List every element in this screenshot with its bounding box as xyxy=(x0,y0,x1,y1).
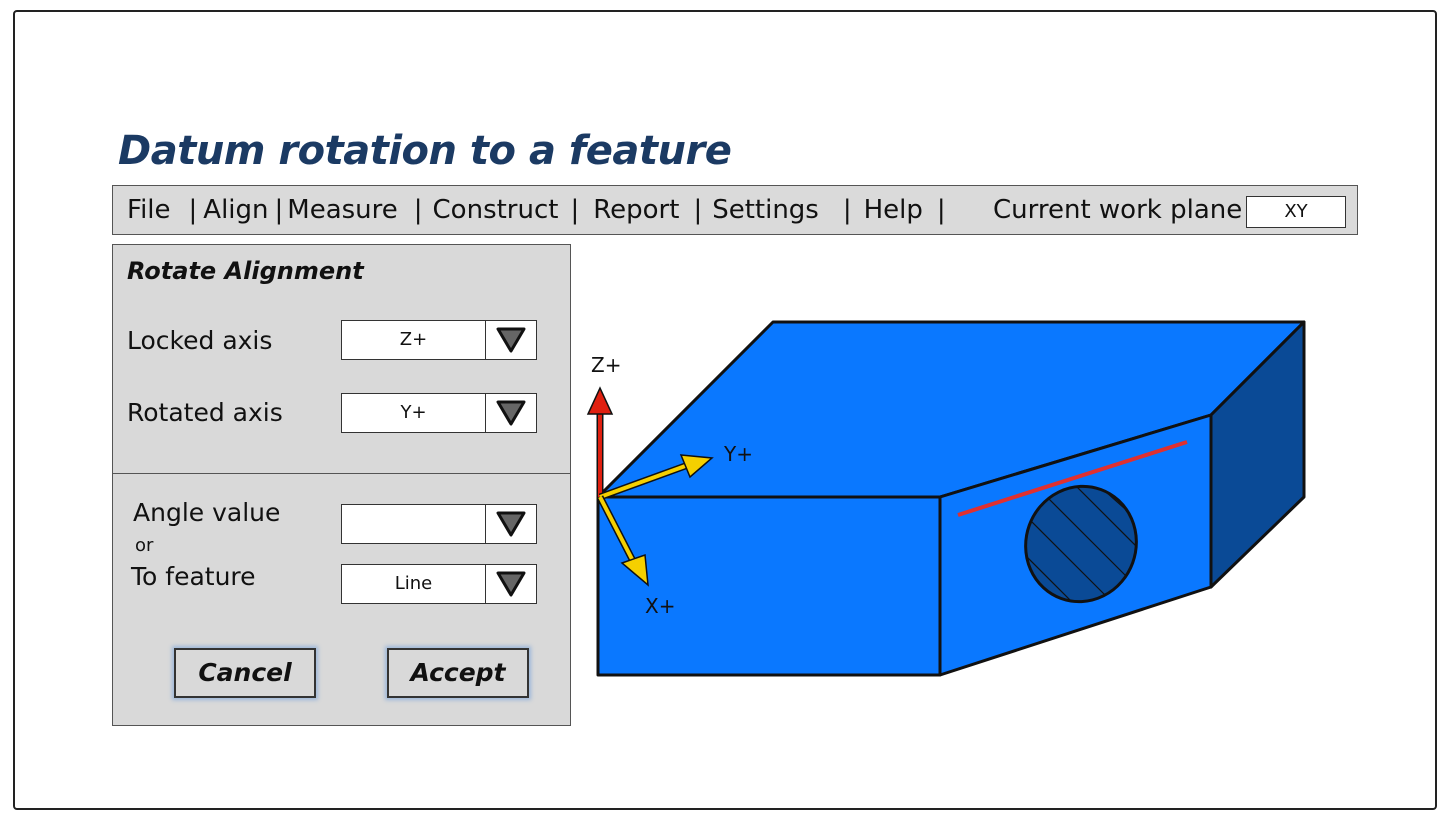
accept-button[interactable]: Accept xyxy=(387,648,529,698)
menu-file[interactable]: File xyxy=(127,195,171,225)
part-viewport: Z+ Y+ X+ xyxy=(586,320,1306,677)
work-plane-label: Current work plane xyxy=(993,195,1243,225)
menu-separator: | xyxy=(936,195,946,225)
menu-separator: | xyxy=(188,195,198,225)
locked-axis-label: Locked axis xyxy=(127,326,273,355)
menu-separator: | xyxy=(570,195,580,225)
menu-separator: | xyxy=(413,195,423,225)
triangle-down-icon[interactable] xyxy=(485,394,536,432)
slide-frame xyxy=(13,10,1437,810)
menu-separator: | xyxy=(274,195,284,225)
to-feature-label: To feature xyxy=(131,562,256,591)
menu-construct[interactable]: Construct xyxy=(432,195,559,225)
z-axis-label: Z+ xyxy=(591,353,621,377)
to-feature-dropdown[interactable]: Line xyxy=(341,564,537,604)
triangle-down-icon[interactable] xyxy=(485,321,536,359)
part-front-face xyxy=(596,495,942,677)
x-axis-label: X+ xyxy=(645,594,675,618)
triangle-down-icon[interactable] xyxy=(485,565,536,603)
panel-divider xyxy=(113,473,570,474)
menu-report[interactable]: Report xyxy=(593,195,680,225)
rotated-axis-value: Y+ xyxy=(400,402,427,423)
cancel-button[interactable]: Cancel xyxy=(174,648,316,698)
feature-line xyxy=(957,440,1188,517)
rotated-axis-dropdown[interactable]: Y+ xyxy=(341,393,537,433)
locked-axis-dropdown[interactable]: Z+ xyxy=(341,320,537,360)
menu-bar: File | Align | Measure | Construct | Rep… xyxy=(112,185,1358,235)
or-label: or xyxy=(135,535,154,556)
locked-axis-value: Z+ xyxy=(399,329,428,350)
menu-align[interactable]: Align xyxy=(203,195,269,225)
to-feature-value: Line xyxy=(394,573,433,594)
panel-title: Rotate Alignment xyxy=(127,257,364,285)
angle-value-label: Angle value xyxy=(133,498,281,527)
work-plane-field[interactable]: XY xyxy=(1246,196,1346,228)
menu-separator: | xyxy=(693,195,703,225)
part-model xyxy=(596,320,1306,677)
menu-settings[interactable]: Settings xyxy=(712,195,819,225)
page-title: Datum rotation to a feature xyxy=(118,128,732,174)
y-axis-label: Y+ xyxy=(723,442,753,466)
hole-feature xyxy=(1009,470,1153,618)
menu-separator: | xyxy=(842,195,852,225)
angle-value-dropdown[interactable] xyxy=(341,504,537,544)
triangle-down-icon[interactable] xyxy=(485,505,536,543)
angle-value-field[interactable] xyxy=(342,505,485,543)
coordinate-axes xyxy=(586,386,714,587)
rotated-axis-label: Rotated axis xyxy=(127,398,283,427)
rotate-alignment-panel: Rotate Alignment Locked axis Z+ Rotated … xyxy=(112,244,571,726)
menu-measure[interactable]: Measure xyxy=(287,195,398,225)
menu-help[interactable]: Help xyxy=(863,195,923,225)
